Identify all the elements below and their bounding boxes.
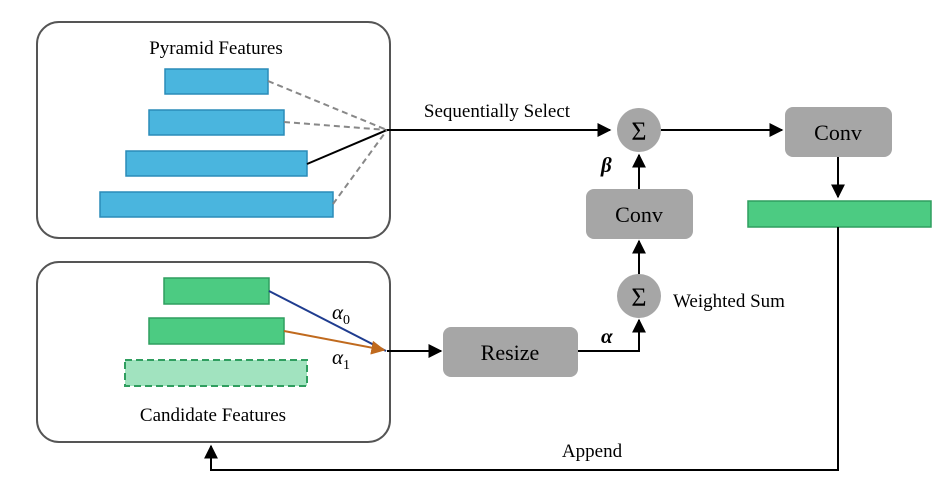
select-line-level-2 [283,121,388,131]
candidate-features-title: Candidate Features [140,405,286,426]
append-label: Append [562,441,623,462]
append-arrow [204,227,839,471]
conv-label-upper: Conv [814,120,862,145]
select-line-level-3 [306,129,388,165]
select-line-level-1 [267,80,388,131]
conv-node-lower [586,189,693,239]
conv-node-upper [785,107,892,157]
alpha0-label: α0 [332,300,350,328]
conv-label-lower: Conv [615,202,663,227]
output-feature [747,200,932,228]
sum-symbol: Σ [631,117,646,146]
alpha0-line [268,290,387,352]
weighted-sum-node [617,274,661,318]
weighted-sum-label: Weighted Sum [673,291,785,312]
pyramid-feature-level-1 [164,68,269,95]
resize-label: Resize [481,340,540,365]
resize-node [443,327,578,377]
pyramid-feature-level-4 [99,191,334,218]
pyramid-feature-level-2 [148,109,285,136]
pyramid-features-title: Pyramid Features [149,38,283,59]
sum-node [617,108,661,152]
pyramid-feature-level-3 [125,150,308,177]
alpha1-line [283,330,386,355]
candidate-feature-1 [163,277,270,305]
candidate-feature-new [124,359,308,387]
candidate-feature-2 [148,317,285,345]
sequential-select-label: Sequentially Select [424,101,571,122]
alpha-label: α [601,324,613,348]
alpha1-label: α1 [332,345,350,373]
beta-label: β [600,153,612,177]
weighted-sum-symbol: Σ [631,283,646,312]
resize-to-weighted-sum-arrow [578,318,646,352]
select-line-level-4 [332,129,388,205]
